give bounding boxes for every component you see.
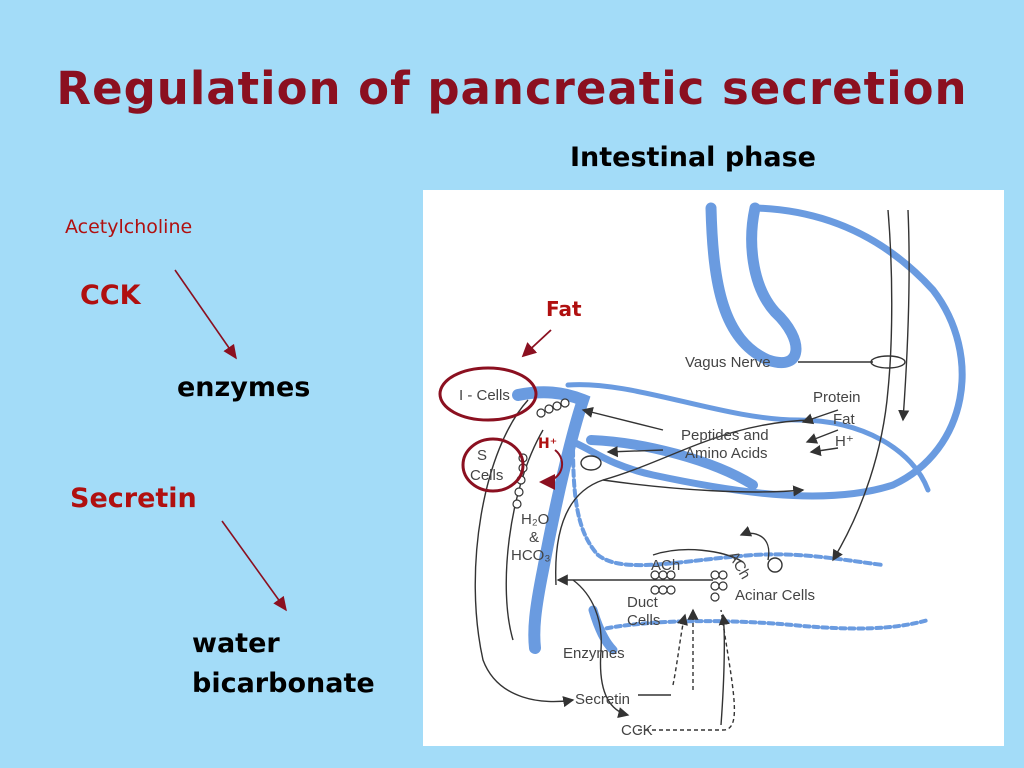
fat-label: Fat <box>833 411 856 428</box>
protein-label: Protein <box>813 389 861 406</box>
h2o-label: H₂O <box>521 511 549 528</box>
duct-cells-label: Duct <box>627 594 659 611</box>
enzymes-label: enzymes <box>177 372 311 403</box>
h-plus-label: H⁺ <box>835 433 854 450</box>
water-label: water <box>192 628 280 659</box>
i-cells-label: I - Cells <box>459 387 510 404</box>
secretin-label: Secretin <box>70 483 197 514</box>
s-cells-label: S <box>477 447 487 464</box>
secretin-diagram-label: Secretin <box>575 691 630 708</box>
ampersand-label: & <box>529 529 539 546</box>
peptides-label: Peptides and <box>681 427 769 444</box>
cck-to-enzymes-arrow <box>174 269 237 360</box>
acinar-cells-label: Acinar Cells <box>735 587 815 604</box>
gut-wall <box>512 202 966 655</box>
secretin-to-water-arrow <box>221 520 287 612</box>
vagus-ganglion <box>870 355 906 369</box>
s-cells-label-line2: Cells <box>470 467 503 484</box>
ach-label: ACh <box>651 557 680 574</box>
pathway-lines <box>474 209 910 731</box>
nerve-ending <box>767 557 783 573</box>
fat-arrow <box>521 329 552 358</box>
i-cells-highlight-ring <box>438 366 538 422</box>
duct-cells-label-line2: Cells <box>627 612 660 629</box>
cck-label: CCK <box>80 280 141 311</box>
h-plus-annotation: H⁺ <box>538 436 557 452</box>
amino-acids-label: Amino Acids <box>685 445 768 462</box>
duodenal-receptor <box>580 455 602 471</box>
left-arrows <box>174 269 287 612</box>
hco3-label: HCO₃ <box>511 547 550 564</box>
diagram-panel: Fat H⁺ I - Cells S Cells Vagus Nerve Pro… <box>423 190 1004 746</box>
acetylcholine-label: Acetylcholine <box>65 216 193 238</box>
h-plus-loop-arrow <box>539 449 564 490</box>
slide-title: Regulation of pancreatic secretion <box>56 62 968 115</box>
enzymes-diagram-label: Enzymes <box>563 645 625 662</box>
cck-diagram-label: CCK <box>621 722 653 739</box>
s-cells-highlight-ring <box>461 437 525 493</box>
highlight-rings <box>438 366 538 493</box>
pancreatic-regulation-diagram: Fat H⁺ I - Cells S Cells Vagus Nerve Pro… <box>438 202 966 739</box>
vagus-nerve-label: Vagus Nerve <box>685 354 771 371</box>
phase-subtitle: Intestinal phase <box>570 142 816 173</box>
bicarbonate-label: bicarbonate <box>192 668 375 699</box>
fat-annotation: Fat <box>546 297 582 321</box>
